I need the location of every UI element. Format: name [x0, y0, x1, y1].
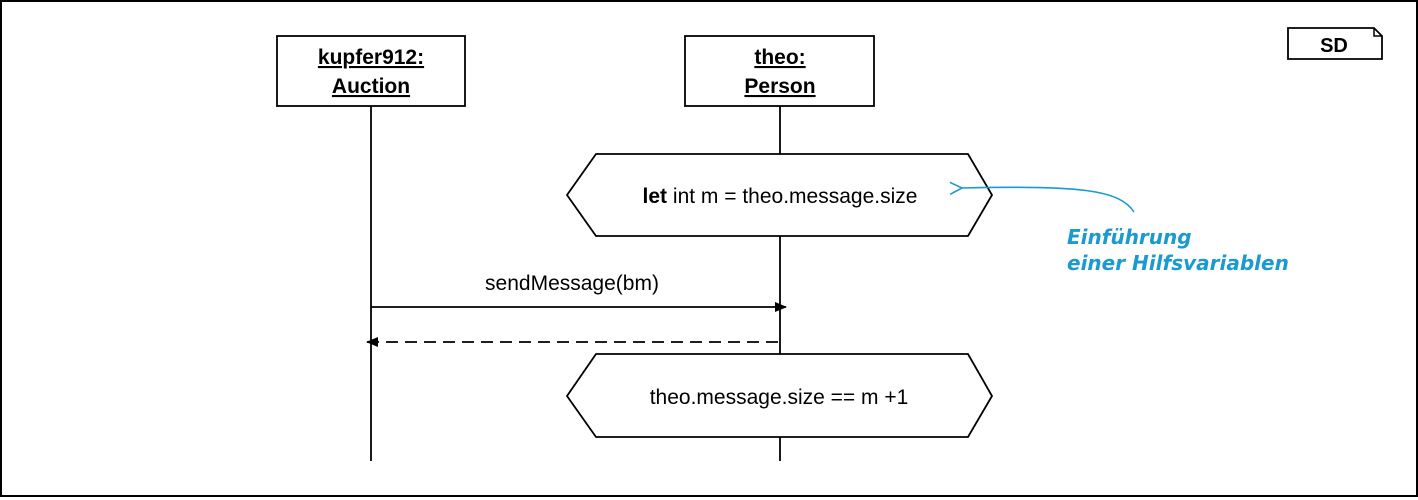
object-class: Auction: [332, 75, 410, 98]
condition-let-text: let int m = theo.message.size: [643, 185, 918, 208]
annotation-line-2: einer Hilfsvariablen: [1067, 251, 1289, 275]
object-class: Person: [744, 75, 815, 98]
object-name: theo:: [754, 46, 805, 69]
condition-post-text: theo.message.size == m +1: [650, 386, 909, 409]
condition-let-hexagon: let int m = theo.message.size: [565, 153, 994, 237]
object-box-person: theo: Person: [684, 35, 875, 107]
let-expression: int m = theo.message.size: [667, 185, 917, 208]
annotation-line-1: Einführung: [1067, 225, 1192, 249]
object-name: kupfer912:: [318, 46, 424, 69]
let-keyword: let: [643, 185, 668, 208]
annotation-arrow: [962, 187, 1135, 213]
message-label: sendMessage(bm): [485, 272, 659, 295]
condition-post-hexagon: theo.message.size == m +1: [565, 353, 994, 438]
sd-label: SD: [1320, 35, 1348, 57]
sd-tag: SD: [1287, 27, 1383, 60]
object-box-auction: kupfer912: Auction: [276, 35, 466, 107]
